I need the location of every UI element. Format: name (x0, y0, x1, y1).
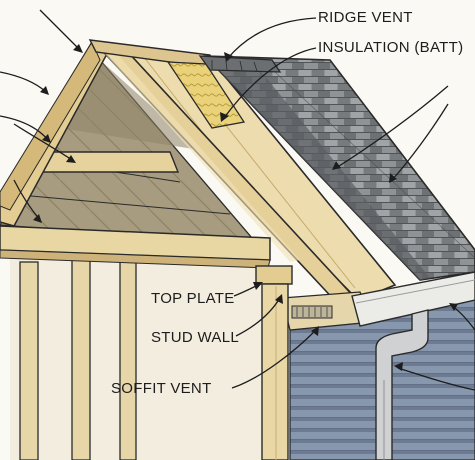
leader-left-1 (0, 71, 47, 93)
label-ridge-vent: RIDGE VENT (318, 9, 413, 26)
leader-soffit-vent (231, 329, 317, 389)
ridge-vent (198, 55, 282, 73)
leader-downspout (397, 367, 475, 391)
leader-roof-ridge (39, 9, 81, 51)
insulation-batt (166, 61, 246, 129)
stud-post (261, 283, 289, 460)
downspout (375, 309, 429, 460)
background-posts (10, 250, 265, 460)
leader-ridge-vent (227, 17, 317, 59)
gable-fascia (0, 225, 271, 269)
label-insulation: INSULATION (BATT) (318, 39, 464, 56)
leader-joist (13, 123, 73, 161)
label-stud-wall: STUD WALL (151, 329, 239, 346)
leader-insulation (223, 47, 317, 119)
soffit-vent-icon (291, 305, 333, 319)
leader-stud-wall (235, 297, 281, 337)
label-top-plate: TOP PLATE (151, 290, 235, 307)
leader-shingles-2 (391, 103, 449, 181)
gutter (351, 271, 475, 327)
arrow-heads (33, 44, 458, 371)
leader-shingles (335, 85, 449, 169)
label-soffit-vent: SOFFIT VENT (111, 380, 212, 397)
top-plate (255, 265, 293, 285)
soffit (281, 291, 373, 331)
